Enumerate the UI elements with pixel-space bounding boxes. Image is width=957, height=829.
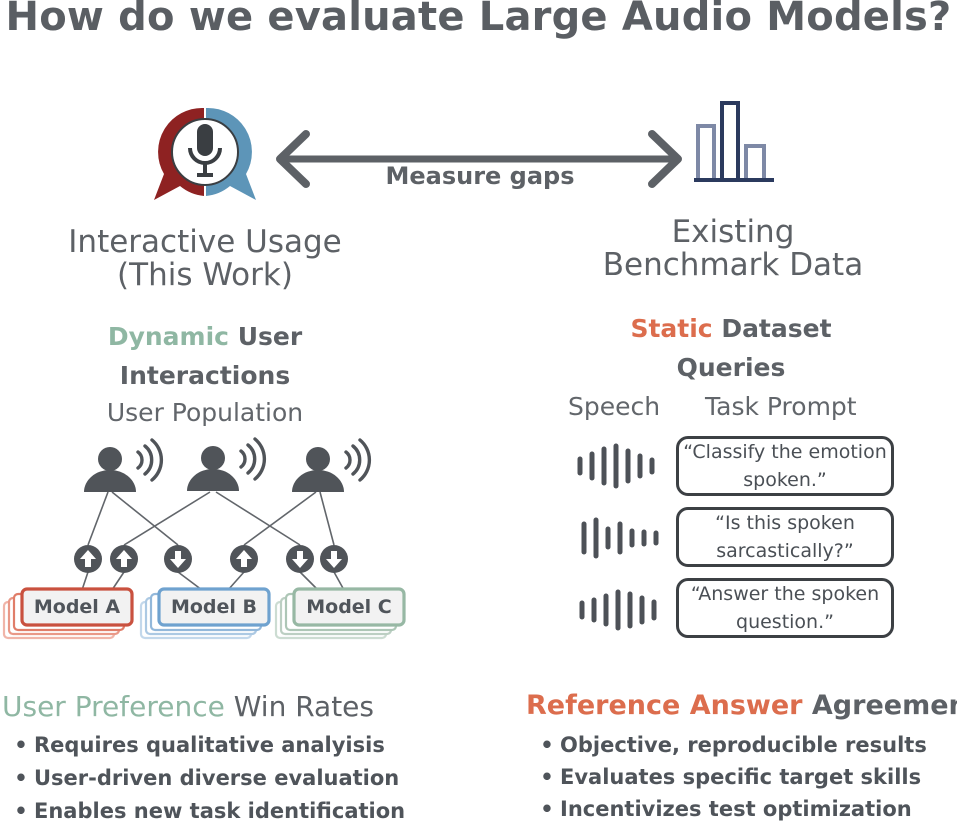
page-title: How do we evaluate Large Audio Models? xyxy=(5,0,952,40)
model-c-card xyxy=(292,587,406,627)
task-prompt-label: Task Prompt xyxy=(705,392,857,421)
microphone-speech-bubble-icon xyxy=(154,107,256,200)
model-a-label: Model A xyxy=(33,596,121,618)
dynamic-user-interactions: Dynamic User Interactions xyxy=(107,322,303,390)
user-speaking-icon xyxy=(84,438,164,492)
user-preference-heading: User Preference Win Rates xyxy=(2,690,374,723)
user-network-diagram xyxy=(74,437,372,591)
prompt-box: “Answer the spoken question.” xyxy=(676,578,894,638)
speech-label: Speech xyxy=(568,392,661,421)
measure-gaps-label: Measure gaps xyxy=(385,162,575,190)
left-bullets: Requires qualitative analyisis User-driv… xyxy=(8,729,405,828)
waveform-icon xyxy=(579,589,657,631)
double-arrow-icon xyxy=(276,130,682,188)
list-item: Requires qualitative analyisis xyxy=(8,729,405,762)
model-b-card xyxy=(157,587,271,627)
list-item: Objective, reproducible results xyxy=(534,729,927,761)
interactive-usage-heading: Interactive Usage (This Work) xyxy=(68,224,342,293)
list-item: Enables new task identification xyxy=(8,795,405,828)
static-dataset-queries: Static Dataset Queries xyxy=(630,314,832,382)
waveform-icon xyxy=(577,443,655,489)
user-population-label: User Population xyxy=(106,398,304,427)
list-item: Incentivizes test optimization xyxy=(534,793,927,825)
existing-benchmark-heading: Existing Benchmark Data xyxy=(602,214,864,283)
model-cards xyxy=(2,587,406,640)
waveform-icon xyxy=(581,517,659,559)
model-c-label: Model C xyxy=(306,596,392,618)
bar-chart-icon xyxy=(694,101,774,182)
list-item: User-driven diverse evaluation xyxy=(8,762,405,795)
prompt-box: “Is this spoken sarcastically?” xyxy=(676,507,894,567)
model-b-label: Model B xyxy=(170,596,258,618)
user-speaking-icon xyxy=(292,438,372,492)
user-speaking-icon xyxy=(187,437,267,491)
reference-answer-heading: Reference Answer Agreement xyxy=(526,690,957,721)
right-bullets: Objective, reproducible results Evaluate… xyxy=(534,729,927,825)
model-a-card xyxy=(20,587,134,627)
thumbs-arrow-icon xyxy=(74,545,348,573)
waveform-group xyxy=(577,443,659,631)
prompt-box: “Classify the emotion spoken.” xyxy=(676,436,894,496)
list-item: Evaluates specific target skills xyxy=(534,761,927,793)
